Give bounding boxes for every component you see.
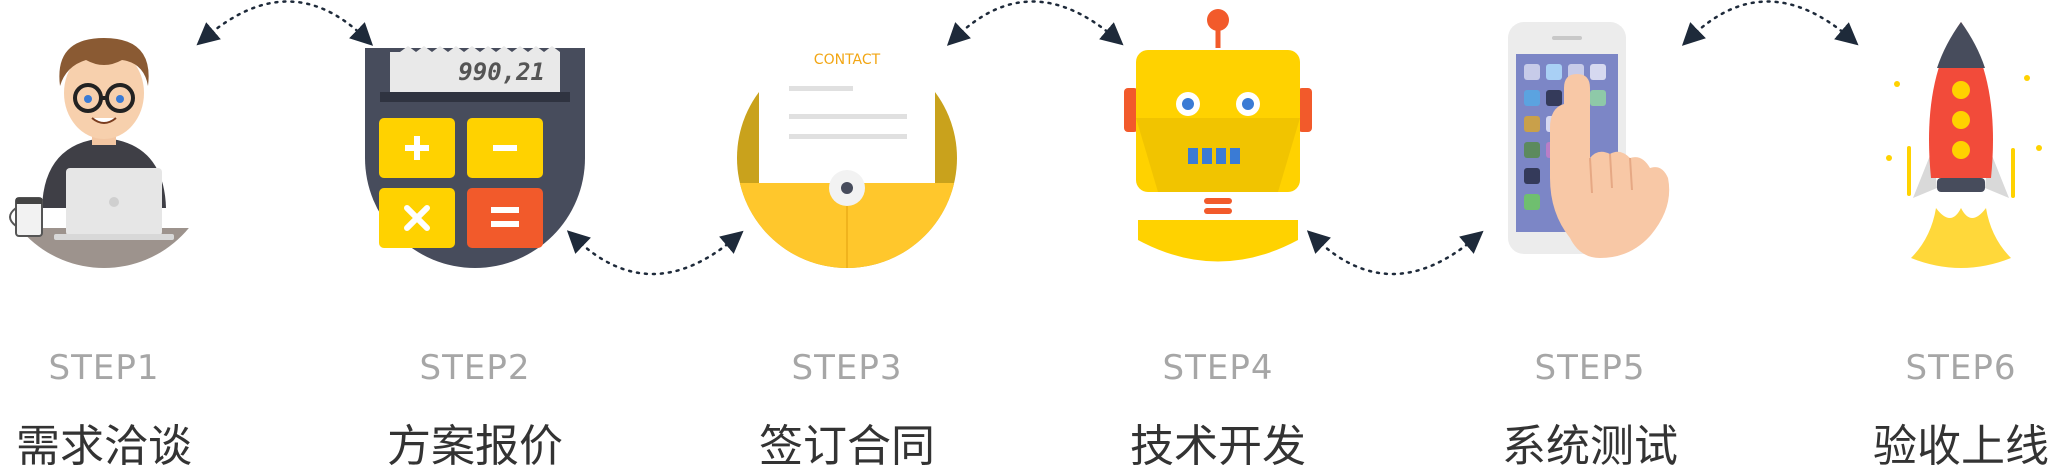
step-1: STEP1 需求洽谈 <box>0 0 234 472</box>
smartphone-touch-icon <box>1508 22 1670 258</box>
step-title: 签订合同 <box>759 421 935 472</box>
step-title: 需求洽谈 <box>16 421 192 472</box>
step-title: 验收上线 <box>1873 421 2049 472</box>
calculator-icon: 990,21 <box>365 46 585 268</box>
step-number: STEP4 <box>1162 348 1274 388</box>
connector-5-6 <box>1681 0 1859 46</box>
connector-2-3 <box>566 230 744 276</box>
step-number: STEP2 <box>419 348 531 388</box>
contract-envelope-icon: CONTACT <box>737 30 957 268</box>
step-3: CONTACT STEP3 签订合同 <box>717 0 977 472</box>
step-number: STEP3 <box>791 348 903 388</box>
step-number: STEP5 <box>1534 348 1646 388</box>
step-title: 技术开发 <box>1130 421 1306 472</box>
developer-at-laptop-icon <box>0 38 214 268</box>
step-title: 系统测试 <box>1502 421 1678 472</box>
contract-label: CONTACT <box>814 52 881 68</box>
connector-4-5 <box>1306 230 1484 276</box>
step-title: 方案报价 <box>387 421 563 472</box>
step-6: STEP6 验收上线 <box>1831 0 2060 472</box>
step-2: 990,21 STEP2 方案报价 <box>345 0 605 472</box>
step-connectors <box>196 0 1859 276</box>
step-number: STEP6 <box>1905 348 2017 388</box>
rocket-launch-icon <box>1886 22 2042 268</box>
step-4: STEP4 技术开发 <box>1088 0 1348 472</box>
connector-1-2 <box>196 0 374 46</box>
step-number: STEP1 <box>48 348 160 388</box>
step-5: STEP5 系统测试 <box>1460 0 1720 472</box>
calculator-display: 990,21 <box>458 58 545 86</box>
connector-3-4 <box>946 0 1124 46</box>
robot-icon <box>1124 9 1312 262</box>
